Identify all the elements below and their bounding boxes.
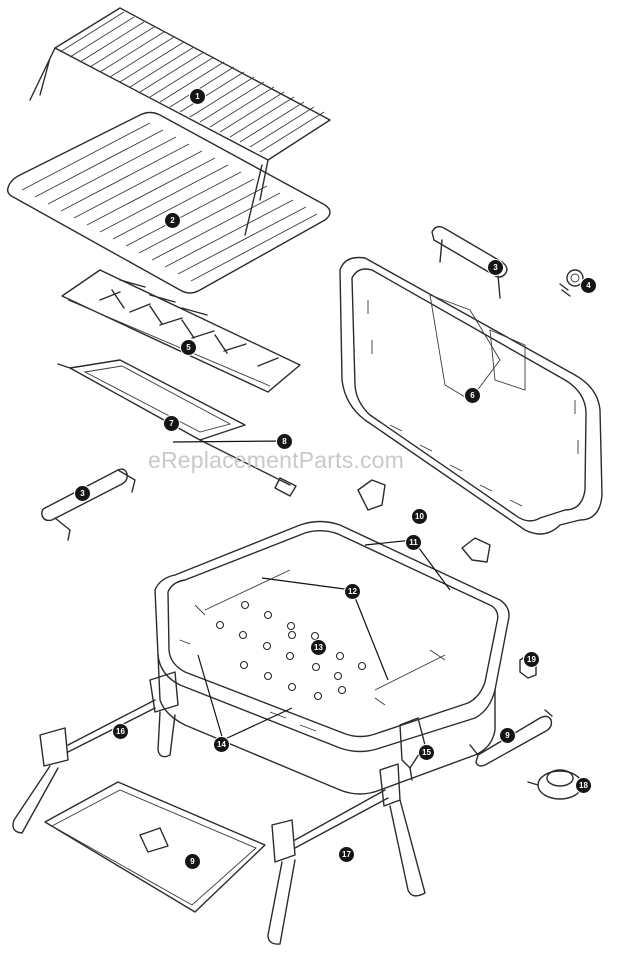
leg-right (267, 763, 426, 945)
handle-left (41, 468, 136, 541)
warming-rack (29, 7, 331, 236)
heat-plate (61, 269, 301, 393)
callout-4: 4 (581, 278, 596, 293)
callout-8: 8 (277, 434, 292, 449)
callout-9-handle: 9 (500, 728, 515, 743)
watermark-text: eReplacementParts.com (148, 447, 405, 473)
firebox (154, 520, 510, 795)
callout-13: 13 (311, 640, 326, 655)
callout-19: 19 (524, 652, 539, 667)
callout-16: 16 (113, 724, 128, 739)
callout-6: 6 (465, 388, 480, 403)
callout-5: 5 (181, 340, 196, 355)
callout-12: 12 (345, 584, 360, 599)
bottom-tray (44, 781, 266, 913)
burner (57, 359, 297, 497)
callout-2: 2 (165, 213, 180, 228)
callout-15: 15 (419, 745, 434, 760)
cooking-grate (6, 111, 331, 294)
knob (559, 269, 584, 297)
callout-1: 1 (190, 89, 205, 104)
leg-left (12, 671, 179, 834)
leader-lines (172, 440, 451, 741)
callout-3-lid-handle: 3 (488, 260, 503, 275)
valve (399, 717, 426, 781)
lid-handle (431, 225, 508, 299)
callout-14: 14 (214, 737, 229, 752)
callout-17: 17 (339, 847, 354, 862)
callout-9-tray: 9 (185, 854, 200, 869)
firebox-vent-holes (215, 600, 367, 701)
callout-10: 10 (412, 509, 427, 524)
hinge-brackets (357, 479, 491, 563)
callout-18: 18 (576, 778, 591, 793)
callout-3-side-handle: 3 (75, 486, 90, 501)
callout-11: 11 (406, 535, 421, 550)
handle-right (469, 709, 553, 767)
lid (339, 256, 603, 535)
callout-7: 7 (164, 416, 179, 431)
